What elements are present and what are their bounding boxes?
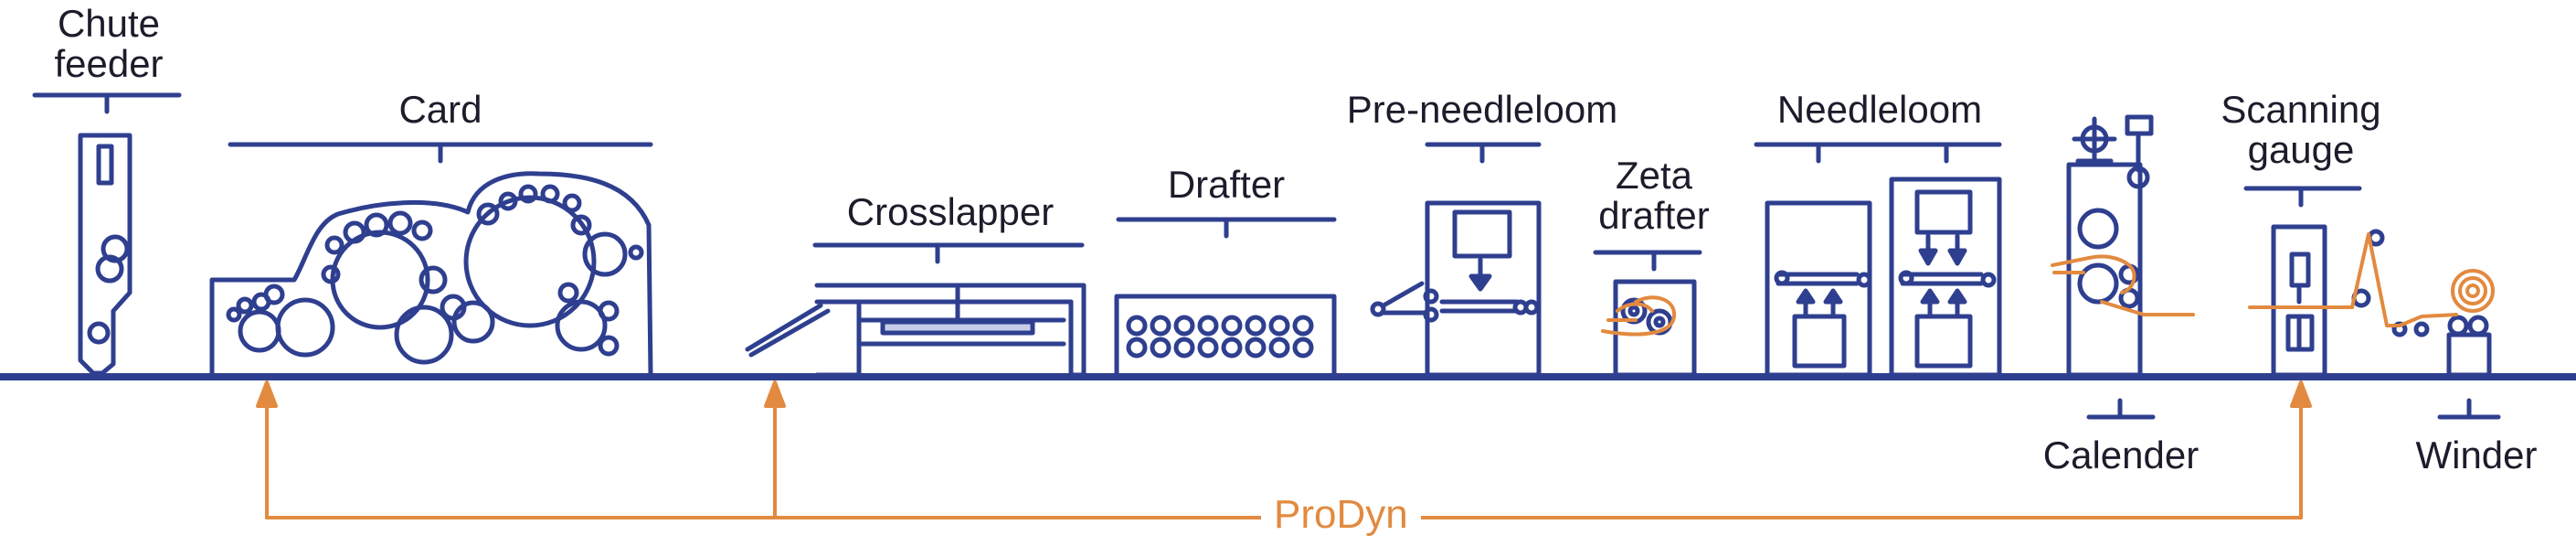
chute-feeder-machine xyxy=(78,133,133,376)
scanning-gauge-machine xyxy=(2271,224,2371,378)
label-needleloom: Needleloom xyxy=(1776,88,1983,131)
needleloom-machine xyxy=(1765,177,2002,378)
zeta-drafter-machine xyxy=(1613,279,1697,378)
label-card: Card xyxy=(398,88,482,131)
drafter-machine xyxy=(1114,294,1337,378)
label-scanning-gauge: Scanning gauge xyxy=(2221,88,2381,171)
label-drafter: Drafter xyxy=(1167,163,1286,206)
prodyn-control-lines xyxy=(256,380,2312,519)
label-crosslapper: Crosslapper xyxy=(846,190,1055,233)
label-zeta-drafter: Zeta drafter xyxy=(1598,154,1710,237)
fabric-path xyxy=(1601,232,2495,337)
crosslapper-machine xyxy=(745,283,1087,378)
label-calender: Calender xyxy=(2042,434,2200,476)
label-pre-needleloom: Pre-needleloom xyxy=(1346,88,1618,131)
pre-needleloom-machine xyxy=(1370,200,1542,378)
calender-machine xyxy=(2066,114,2154,378)
card-machine xyxy=(209,171,653,378)
label-winder: Winder xyxy=(2415,434,2538,476)
label-brackets xyxy=(32,92,2501,420)
label-prodyn: ProDyn xyxy=(1261,492,1421,538)
label-chute-feeder: Chute feeder xyxy=(54,2,164,85)
